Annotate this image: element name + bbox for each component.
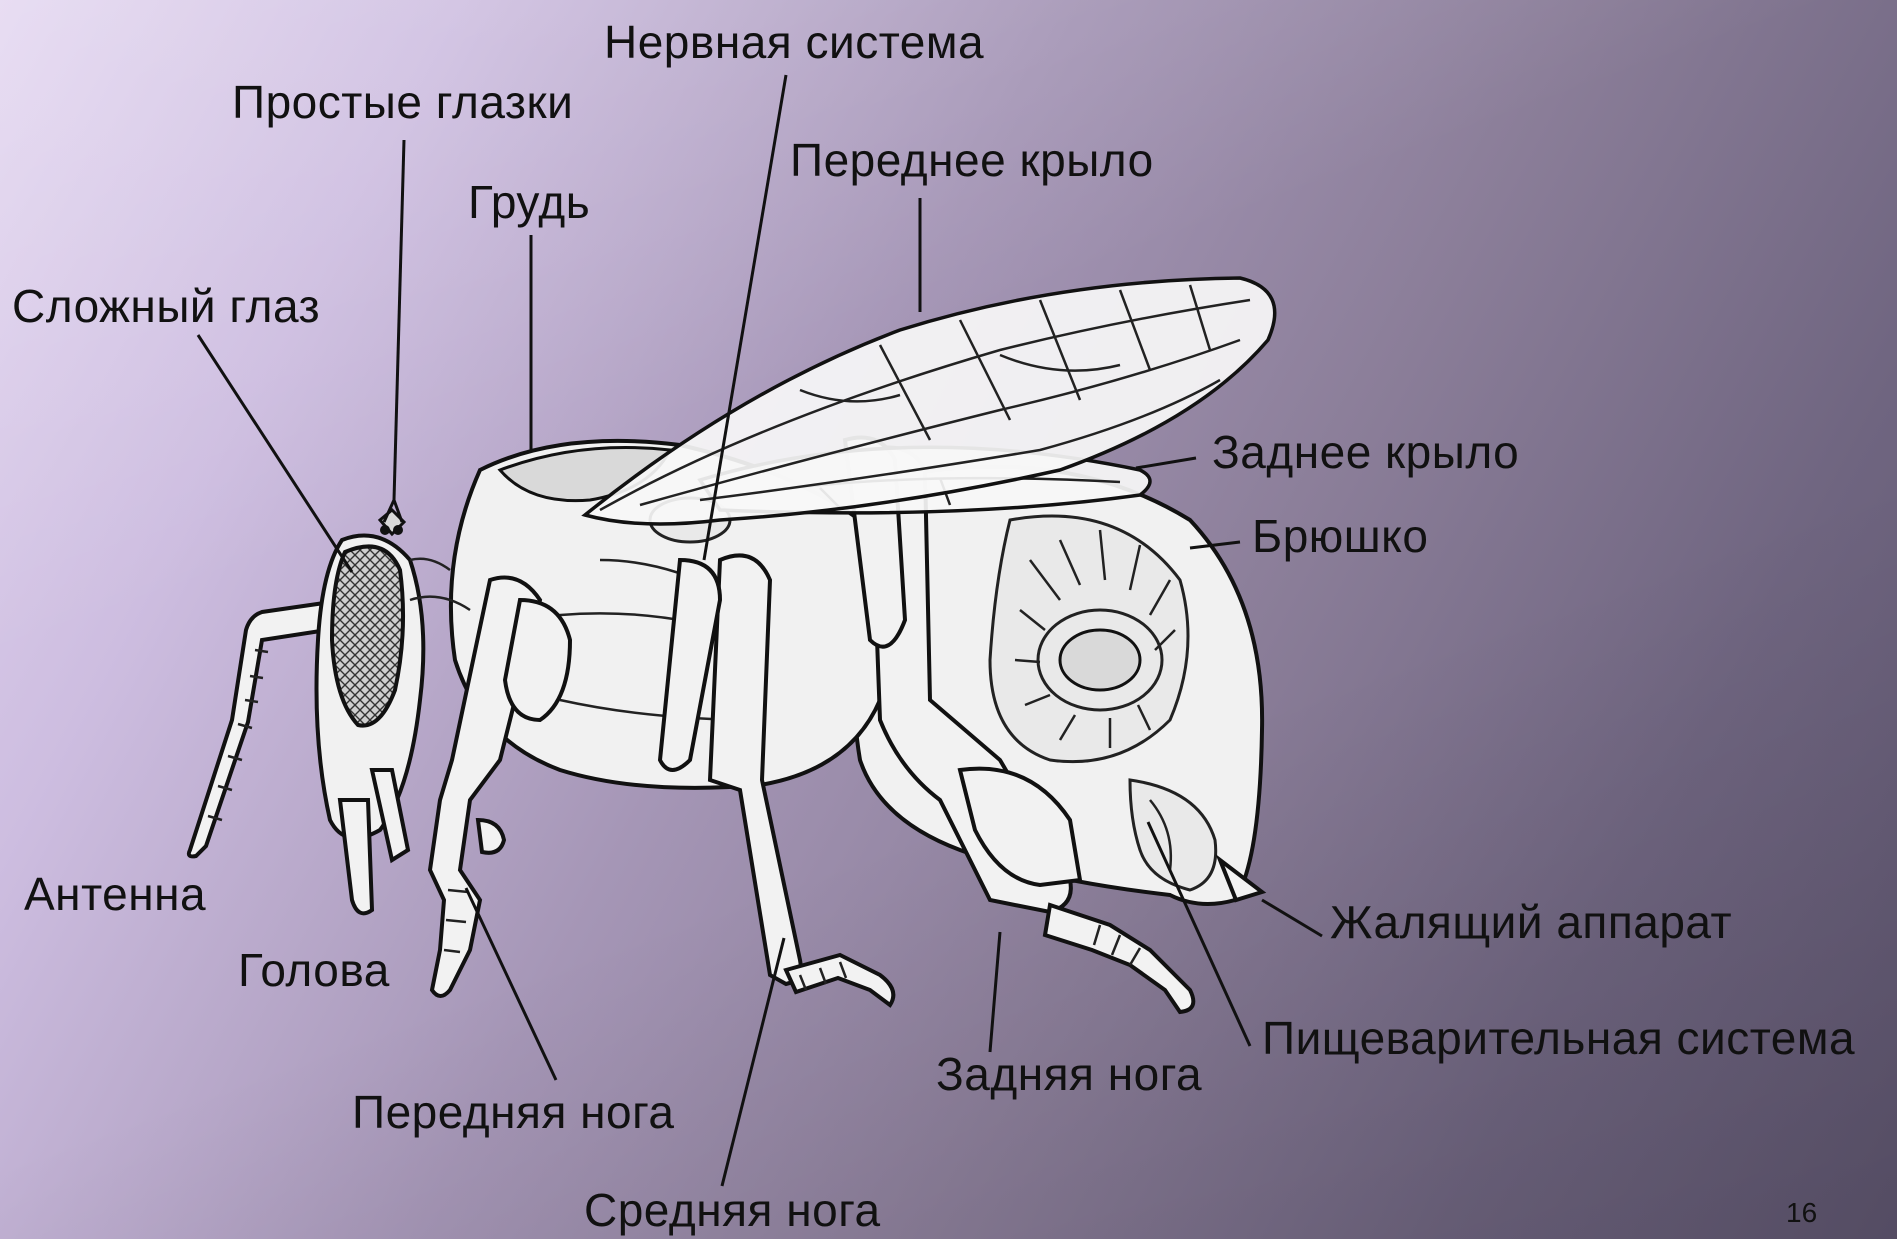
label-simple-eyes: Простые глазки (232, 76, 573, 128)
label-compound-eye: Сложный глаз (12, 280, 320, 332)
leader-simple-eyes (394, 140, 404, 500)
leader-compound-eye (198, 335, 352, 572)
forewing-shape (585, 278, 1275, 524)
label-abdomen: Брюшко (1252, 510, 1428, 562)
label-digestive-system: Пищеварительная система (1262, 1012, 1855, 1064)
label-hind-leg: Задняя нога (936, 1048, 1202, 1100)
label-nervous-system: Нервная система (604, 16, 984, 68)
label-thorax: Грудь (468, 176, 590, 228)
leader-front-leg (466, 888, 556, 1080)
page-number: 16 (1786, 1197, 1817, 1229)
label-head: Голова (238, 944, 390, 996)
label-sting: Жалящий аппарат (1330, 896, 1732, 948)
label-front-leg: Передняя нога (352, 1086, 674, 1138)
leader-hindwing (1136, 458, 1196, 468)
label-hindwing: Заднее крыло (1212, 426, 1519, 478)
label-antenna: Антенна (24, 868, 206, 920)
label-middle-leg: Средняя нога (584, 1184, 881, 1236)
leader-hind-leg (990, 932, 1000, 1052)
label-forewing: Переднее крыло (790, 134, 1154, 186)
leader-middle-leg (722, 938, 784, 1186)
leader-sting (1262, 900, 1322, 936)
compound-eye-shape (332, 546, 403, 725)
